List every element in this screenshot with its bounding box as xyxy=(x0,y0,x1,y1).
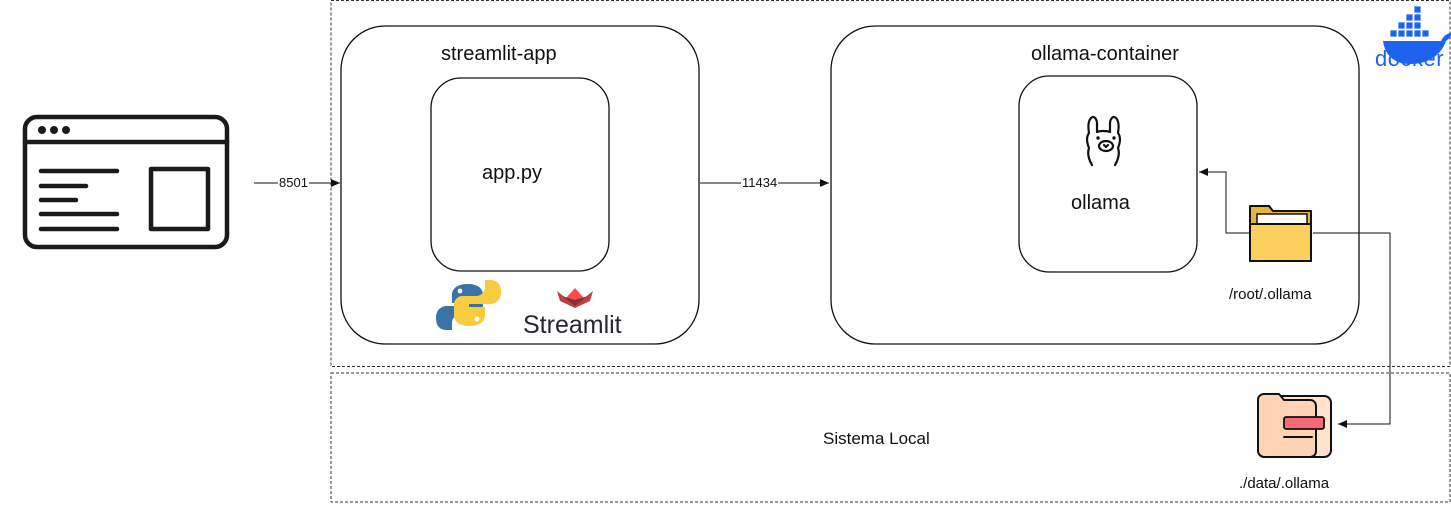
ollama-service-box[interactable] xyxy=(1018,75,1198,273)
ollama-service-label: ollama xyxy=(1071,192,1130,214)
docker-brand-label: docker xyxy=(1375,46,1445,71)
connector-volume-to-ollama xyxy=(1199,168,1249,234)
ollama-container-title: ollama-container xyxy=(1031,43,1179,65)
connector-volume-to-local xyxy=(1313,232,1391,428)
port-8501-label: 8501 xyxy=(278,175,309,190)
docker-whale-icon xyxy=(1383,5,1451,64)
local-folder-path-label: ./data/.ollama xyxy=(1239,475,1330,492)
streamlit-label: Streamlit xyxy=(523,311,622,339)
browser-dots-icon xyxy=(38,126,70,134)
streamlit-app-title: streamlit-app xyxy=(441,43,557,65)
volume-path-label: /root/.ollama xyxy=(1229,286,1312,303)
port-11434-label: 11434 xyxy=(741,175,779,190)
local-folder-icon[interactable] xyxy=(1257,393,1332,458)
python-logo-icon xyxy=(436,280,501,330)
llama-eyes-icon xyxy=(1096,136,1116,140)
browser-window-icon xyxy=(22,114,230,250)
folder-icon[interactable] xyxy=(1249,205,1312,262)
streamlit-crown-icon xyxy=(557,288,593,308)
local-system-boundary xyxy=(330,372,1451,503)
local-system-label: Sistema Local xyxy=(823,429,930,448)
llama-icon xyxy=(1086,115,1121,167)
app-py-box[interactable] xyxy=(430,77,610,272)
app-py-label: app.py xyxy=(482,162,543,184)
